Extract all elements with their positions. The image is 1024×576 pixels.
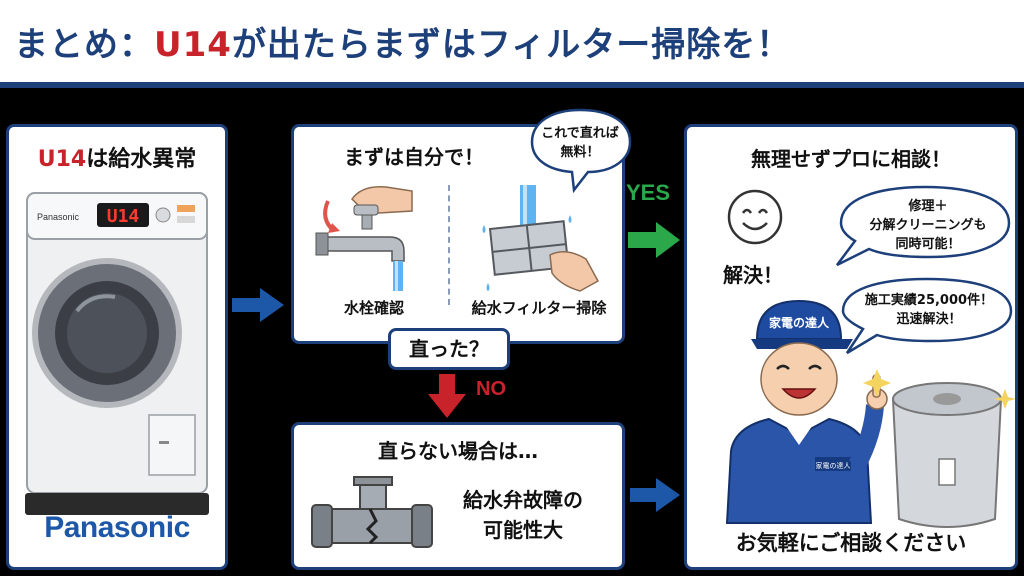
error-code: U14 [37,147,87,172]
track-record-line-2: 迅速解決！ [896,312,962,327]
page-title: まとめ：U14が出たらまずはフィルター掃除を！ [0,17,791,66]
faucet-icon [315,186,413,291]
broken-valve-icon [311,476,433,548]
washer-drum-illustration [863,369,1015,528]
fixed-question: 直った？ [388,328,510,370]
smiley-icon [727,189,783,245]
no-arrow-icon [428,374,466,418]
resolved-label: 解決！ [723,263,783,287]
error-panel: U14は給水異常 Panasonic U14 Panasonic [6,124,228,570]
not-fixed-line-2: 可能性大 [483,518,563,542]
repair-line-2: 分解クリーニングも [869,218,987,233]
badge-text: 家電の達人 [816,461,851,470]
washing-machine-illustration: Panasonic U14 [25,192,209,515]
step-filter-label: 給水フィルター掃除 [471,299,607,317]
step-faucet-label: 水栓確認 [343,299,404,317]
error-display [97,203,149,227]
brand-logo: Panasonic [44,511,190,544]
free-fix-bubble: これで直れば 無料！ [530,108,638,194]
not-fixed-description: 給水弁故障の 可能性大 [438,485,608,545]
self-check-heading: まずは自分で！ [344,145,484,169]
track-record-bubble: 施工実績25,000件！ 迅速解決！ [837,275,1015,355]
yes-arrow-icon [628,222,680,258]
error-heading: U14は給水異常 [9,141,225,173]
error-display-text: U14 [107,206,140,227]
error-heading-text: は給水異常 [86,147,197,172]
free-fix-text: これで直れば 無料！ [530,124,630,162]
consult-heading: 無理せずプロに相談！ [751,147,951,171]
not-fixed-panel: 直らない場合は… 給水弁故障の 可能性大 [291,422,625,570]
washer-brand-label: Panasonic [37,212,80,222]
repair-bubble-text: 修理＋ 分解クリーニングも 同時可能！ [843,197,1013,254]
repair-line-3: 同時可能！ [895,237,961,252]
repair-line-1: 修理＋ [908,199,948,214]
track-record-line-1: 施工実績25,000件！ [864,293,994,308]
track-record-text: 施工実績25,000件！ 迅速解決！ [843,291,1015,329]
no-label: NO [476,378,506,400]
step-divider [448,185,450,305]
arrow-right-icon [232,288,284,322]
free-fix-line-1: これで直れば [541,126,619,141]
closing-message: お気軽にご相談ください [735,531,967,555]
yes-label: YES [626,180,671,205]
arrow-right-icon-2 [630,478,680,512]
not-fixed-line-1: 給水弁故障の [463,488,583,512]
title-prefix: まとめ： [14,24,154,65]
consult-panel: 無理せずプロに相談！ 解決！ 修理＋ 分解クリーニングも 同時可能！ 施工実績2… [684,124,1018,570]
filter-cleaning-icon [482,185,600,292]
cap-text: 家電の達人 [769,315,830,330]
title-bar: まとめ：U14が出たらまずはフィルター掃除を！ [0,0,1024,88]
title-code: U14 [154,24,232,65]
technician-illustration: 家電の達人 家電の達人 [725,299,888,524]
free-fix-line-2: 無料！ [560,145,600,160]
repair-bubble: 修理＋ 分解クリーニングも 同時可能！ [833,183,1013,269]
not-fixed-heading: 直らない場合は… [378,439,538,463]
title-suffix: が出たらまずはフィルター掃除を！ [231,24,792,65]
